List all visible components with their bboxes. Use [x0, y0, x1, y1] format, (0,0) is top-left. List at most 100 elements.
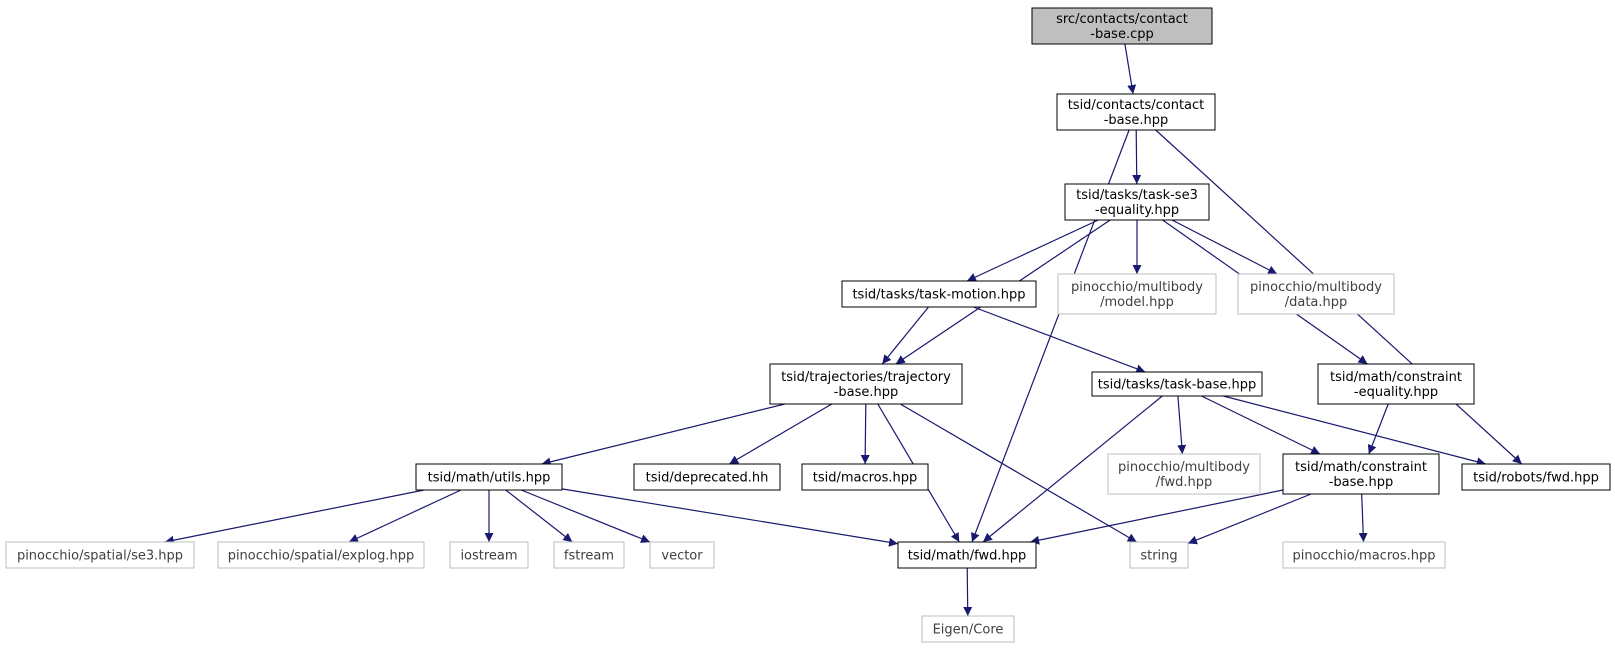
- node-label-line: -base.hpp: [1329, 475, 1394, 490]
- node-label-line: iostream: [460, 549, 517, 564]
- edge-task_base_hpp-to-pinocchio_fwd_hpp: [1177, 395, 1187, 455]
- node-trajectory_base_hpp[interactable]: tsid/trajectories/trajectory-base.hpp: [769, 363, 963, 405]
- node-label-line: pinocchio/multibody: [1071, 280, 1203, 295]
- edge-contact_base_hpp-to-task_se3_equality_hpp: [1132, 129, 1142, 185]
- node-deprecated_hh[interactable]: tsid/deprecated.hh: [633, 463, 781, 491]
- node-label-line: pinocchio/multibody: [1250, 280, 1382, 295]
- node-label-line: Eigen/Core: [933, 623, 1004, 638]
- node-label-line: tsid/math/constraint: [1330, 370, 1462, 385]
- node-task_base_hpp[interactable]: tsid/tasks/task-base.hpp: [1091, 371, 1263, 397]
- edge-math_utils_hpp-to-vector: [520, 489, 651, 543]
- node-label-line: tsid/math/fwd.hpp: [908, 549, 1027, 564]
- edge-constraint_base_hpp-to-pinocchio_macros_hpp: [1358, 493, 1368, 543]
- node-pinocchio_data_hpp: pinocchio/multibody/data.hpp: [1237, 273, 1395, 315]
- node-constraint_base_hpp[interactable]: tsid/math/constraint-base.hpp: [1282, 453, 1440, 495]
- edge-trajectory_base_hpp-to-string: [899, 403, 1138, 543]
- node-label-line: tsid/tasks/task-se3: [1076, 188, 1198, 203]
- node-label-line: tsid/math/constraint: [1295, 460, 1427, 475]
- node-label-line: tsid/tasks/task-motion.hpp: [852, 288, 1025, 303]
- node-box: [633, 463, 781, 491]
- node-box: [553, 541, 625, 569]
- node-vector: vector: [649, 541, 715, 569]
- node-box: [1282, 541, 1446, 569]
- node-box: [1091, 371, 1263, 397]
- edge-math_utils_hpp-to-pinocchio_explog_hpp: [348, 489, 462, 543]
- edge-trajectory_base_hpp-to-math_utils_hpp: [541, 403, 786, 467]
- node-math_fwd_hpp[interactable]: tsid/math/fwd.hpp: [897, 541, 1037, 569]
- edge-task_base_hpp-to-robots_fwd_hpp: [1223, 395, 1486, 467]
- node-box: [5, 541, 195, 569]
- node-label-line: -equality.hpp: [1095, 203, 1179, 218]
- edge-trajectory_base_hpp-to-deprecated_hh: [728, 403, 833, 465]
- node-box: [415, 463, 563, 491]
- node-iostream: iostream: [449, 541, 529, 569]
- node-label-line: /model.hpp: [1100, 295, 1174, 310]
- edge-task_motion_hpp-to-trajectory_base_hpp: [881, 306, 929, 365]
- node-box: [449, 541, 529, 569]
- node-layer: src/contacts/contact-base.cpp tsid/contac…: [5, 7, 1611, 643]
- node-math_utils_hpp[interactable]: tsid/math/utils.hpp: [415, 463, 563, 491]
- node-label-line: tsid/tasks/task-base.hpp: [1098, 378, 1257, 393]
- node-label-line: -base.cpp: [1090, 27, 1153, 42]
- node-label-line: src/contacts/contact: [1056, 12, 1188, 27]
- node-label-line: pinocchio/multibody: [1118, 460, 1250, 475]
- node-box: [897, 541, 1037, 569]
- node-label-line: pinocchio/macros.hpp: [1293, 549, 1436, 564]
- node-fstream: fstream: [553, 541, 625, 569]
- edge-task_se3_equality_hpp-to-task_motion_hpp: [966, 219, 1099, 282]
- node-src_contact_base_cpp[interactable]: src/contacts/contact-base.cpp: [1031, 7, 1213, 45]
- node-box: [801, 463, 929, 491]
- node-eigen_core: Eigen/Core: [921, 615, 1015, 643]
- node-label-line: pinocchio/spatial/se3.hpp: [17, 549, 183, 564]
- node-label-line: /fwd.hpp: [1156, 475, 1213, 490]
- node-box: [841, 280, 1037, 308]
- node-task_se3_equality_hpp[interactable]: tsid/tasks/task-se3-equality.hpp: [1064, 183, 1210, 221]
- node-box: [921, 615, 1015, 643]
- node-task_motion_hpp[interactable]: tsid/tasks/task-motion.hpp: [841, 280, 1037, 308]
- edge-task_base_hpp-to-math_fwd_hpp: [982, 395, 1163, 543]
- edge-constraint_base_hpp-to-string: [1187, 493, 1312, 545]
- edge-task_se3_equality_hpp-to-pinocchio_data_hpp: [1171, 219, 1278, 275]
- node-label-line: vector: [661, 549, 703, 564]
- edge-math_utils_hpp-to-math_fwd_hpp: [561, 488, 899, 547]
- node-box: [1031, 7, 1213, 45]
- node-label-line: string: [1140, 549, 1177, 564]
- node-box: [1057, 273, 1217, 315]
- node-label-line: pinocchio/spatial/explog.hpp: [228, 549, 415, 564]
- edge-math_utils_hpp-to-pinocchio_se3_hpp: [164, 489, 425, 545]
- node-robots_fwd_hpp[interactable]: tsid/robots/fwd.hpp: [1461, 463, 1611, 491]
- edge-task_motion_hpp-to-task_base_hpp: [973, 306, 1146, 374]
- edge-task_base_hpp-to-constraint_base_hpp: [1201, 395, 1321, 455]
- node-label-line: tsid/deprecated.hh: [646, 471, 769, 486]
- node-pinocchio_model_hpp: pinocchio/multibody/model.hpp: [1057, 273, 1217, 315]
- node-box: [1056, 93, 1216, 131]
- node-pinocchio_macros_hpp: pinocchio/macros.hpp: [1282, 541, 1446, 569]
- node-box: [1129, 541, 1189, 569]
- node-box: [649, 541, 715, 569]
- node-box: [1282, 453, 1440, 495]
- edge-layer: [164, 43, 1523, 617]
- node-label-line: tsid/contacts/contact: [1068, 98, 1205, 113]
- node-tsid_macros_hpp[interactable]: tsid/macros.hpp: [801, 463, 929, 491]
- node-label-line: -base.hpp: [834, 385, 899, 400]
- node-box: [1107, 453, 1261, 495]
- node-contact_base_hpp[interactable]: tsid/contacts/contact-base.hpp: [1056, 93, 1216, 131]
- edge-constraint_base_hpp-to-math_fwd_hpp: [1030, 489, 1284, 545]
- node-label-line: tsid/robots/fwd.hpp: [1473, 471, 1599, 486]
- node-pinocchio_explog_hpp: pinocchio/spatial/explog.hpp: [217, 541, 425, 569]
- edge-trajectory_base_hpp-to-tsid_macros_hpp: [860, 403, 870, 465]
- node-box: [1064, 183, 1210, 221]
- node-label-line: /data.hpp: [1285, 295, 1348, 310]
- node-constraint_equality_hpp[interactable]: tsid/math/constraint-equality.hpp: [1317, 363, 1475, 405]
- node-box: [1461, 463, 1611, 491]
- node-label-line: tsid/math/utils.hpp: [428, 471, 551, 486]
- edge-src_contact_base_cpp-to-contact_base_hpp: [1124, 43, 1137, 95]
- node-box: [1317, 363, 1475, 405]
- node-box: [769, 363, 963, 405]
- node-label-line: tsid/macros.hpp: [813, 471, 918, 486]
- node-box: [1237, 273, 1395, 315]
- node-string: string: [1129, 541, 1189, 569]
- node-pinocchio_fwd_hpp: pinocchio/multibody/fwd.hpp: [1107, 453, 1261, 495]
- node-label-line: -equality.hpp: [1354, 385, 1438, 400]
